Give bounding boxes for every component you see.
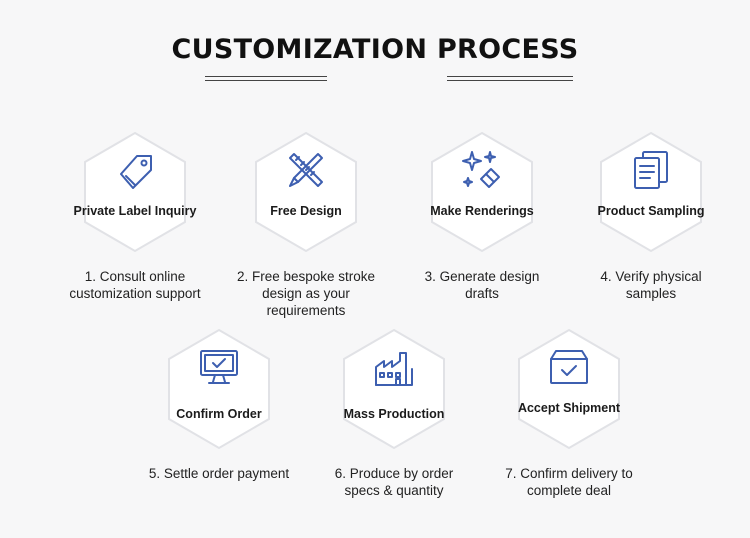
- sparkle-eraser-icon: [462, 151, 500, 188]
- step-label: Mass Production: [343, 407, 445, 421]
- step-description: 2. Free bespoke stroke design as your re…: [236, 269, 376, 318]
- step-description: 1. Consult online customization support: [69, 269, 201, 301]
- factory-icon: [375, 352, 413, 386]
- step-7: Accept Shipment 7. Confirm delivery to c…: [494, 327, 644, 499]
- step-2: Free Design 2. Free bespoke stroke desig…: [231, 130, 381, 319]
- step-description: 5. Settle order payment: [148, 466, 290, 481]
- page-title: CUSTOMIZATION PROCESS: [171, 34, 579, 65]
- step-label: Product Sampling: [597, 204, 705, 218]
- price-tag-icon: [120, 155, 152, 189]
- step-label: Confirm Order: [176, 407, 262, 421]
- step-label: Make Renderings: [430, 204, 534, 218]
- step-3: Make Renderings 3. Generate design draft…: [407, 130, 557, 302]
- step-4: Product Sampling 4. Verify physical samp…: [576, 130, 726, 302]
- box-check-icon: [550, 350, 588, 384]
- monitor-check-icon: [200, 350, 238, 384]
- pencil-ruler-icon: [289, 153, 323, 187]
- step-label: Free Design: [270, 204, 342, 218]
- documents-icon: [634, 151, 668, 189]
- title-rule-left: [205, 76, 327, 81]
- step-label: Accept Shipment: [517, 401, 621, 415]
- step-label: Private Label Inquiry: [73, 204, 197, 218]
- step-5: Confirm Order 5. Settle order payment: [144, 327, 294, 482]
- step-description: 7. Confirm delivery to complete deal: [505, 466, 633, 498]
- step-6: Mass Production 6. Produce by order spec…: [319, 327, 469, 499]
- step-1: Private Label Inquiry 1. Consult online …: [60, 130, 210, 302]
- title-rule-right: [447, 76, 573, 81]
- step-description: 3. Generate design drafts: [424, 269, 540, 301]
- step-description: 4. Verify physical samples: [600, 269, 702, 301]
- step-description: 6. Produce by order specs & quantity: [334, 466, 454, 498]
